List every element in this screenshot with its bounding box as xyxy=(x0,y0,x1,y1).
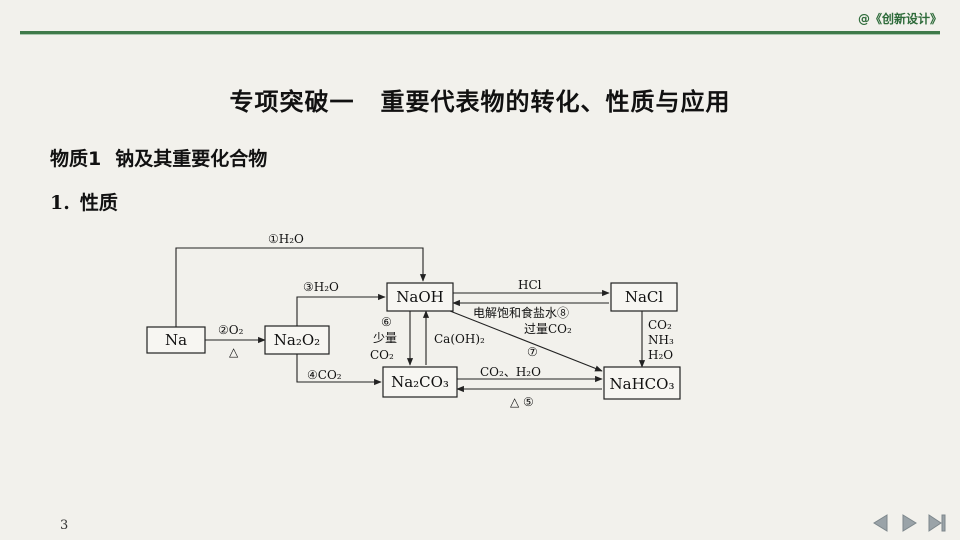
label-r2-bottom: △ xyxy=(229,345,239,359)
section-label: 物质1 xyxy=(50,148,102,170)
section-heading: 物质1 钠及其重要化合物 xyxy=(50,144,267,171)
arrow-naoh-to-nahco3 xyxy=(449,310,603,372)
label-electrolysis: 电解饱和食盐水⑧ xyxy=(473,305,569,320)
label-nh3-line3: H₂O xyxy=(648,348,673,362)
node-nacl: NaCl xyxy=(625,288,664,306)
subsection-text: 性质 xyxy=(79,192,118,214)
slide-navigation xyxy=(870,512,948,534)
label-caoh2: Ca(OH)₂ xyxy=(434,332,485,346)
brand-label: @《创新设计》 xyxy=(857,12,942,26)
label-nh3-line1: CO₂ xyxy=(648,318,672,332)
title-part-1: 专项突破一 xyxy=(229,88,355,116)
title-part-2: 重要代表物的转化、性质与应用 xyxy=(380,88,731,116)
node-nahco3: NaHCO₃ xyxy=(610,375,675,393)
arrow-na-to-naoh xyxy=(175,247,427,327)
label-r1: ①H₂O xyxy=(268,232,304,246)
conversion-diagram: Na Na₂O₂ NaOH NaCl Na₂CO₃ NaHCO₃ ①H₂O ②O… xyxy=(146,232,681,409)
label-r6-line1: 少量 xyxy=(373,331,397,345)
label-co2-h2o: CO₂、H₂O xyxy=(480,365,541,379)
label-r2-top: ②O₂ xyxy=(218,323,244,337)
arrow-na2o2-to-na2co3 xyxy=(296,354,382,386)
label-r5: △ ⑤ xyxy=(510,395,534,409)
label-r4: ④CO₂ xyxy=(307,368,342,382)
section-text: 钠及其重要化合物 xyxy=(115,148,268,170)
header-rule xyxy=(20,31,940,35)
label-r7: ⑦ xyxy=(527,345,538,359)
node-na2co3-box xyxy=(382,366,458,398)
label-r6-num: ⑥ xyxy=(381,315,392,329)
label-hcl: HCl xyxy=(518,278,542,292)
label-nh3-line2: NH₃ xyxy=(648,333,674,347)
node-nacl-box xyxy=(610,282,678,312)
last-page-icon[interactable] xyxy=(926,512,948,534)
label-excess-co2: 过量CO₂ xyxy=(524,322,572,336)
node-naoh: NaOH xyxy=(396,288,443,306)
subsection-heading: 1. 性质 xyxy=(50,188,118,215)
arrow-na2o2-to-naoh xyxy=(296,293,386,326)
page-title: 专项突破一重要代表物的转化、性质与应用 xyxy=(0,82,960,117)
node-na2co3: Na₂CO₃ xyxy=(391,373,449,391)
label-r3: ③H₂O xyxy=(303,280,339,294)
node-na2o2: Na₂O₂ xyxy=(274,331,320,349)
label-r6-line2: CO₂ xyxy=(370,348,394,362)
node-nahco3-box xyxy=(603,366,681,400)
node-naoh-box xyxy=(386,282,454,312)
subsection-number: 1. xyxy=(50,192,70,214)
node-na: Na xyxy=(165,331,187,349)
node-na2o2-box xyxy=(264,325,330,355)
next-triangle-icon[interactable] xyxy=(898,512,920,534)
node-na-box xyxy=(146,326,206,354)
page-number: 3 xyxy=(60,518,69,533)
prev-triangle-icon[interactable] xyxy=(870,512,892,534)
